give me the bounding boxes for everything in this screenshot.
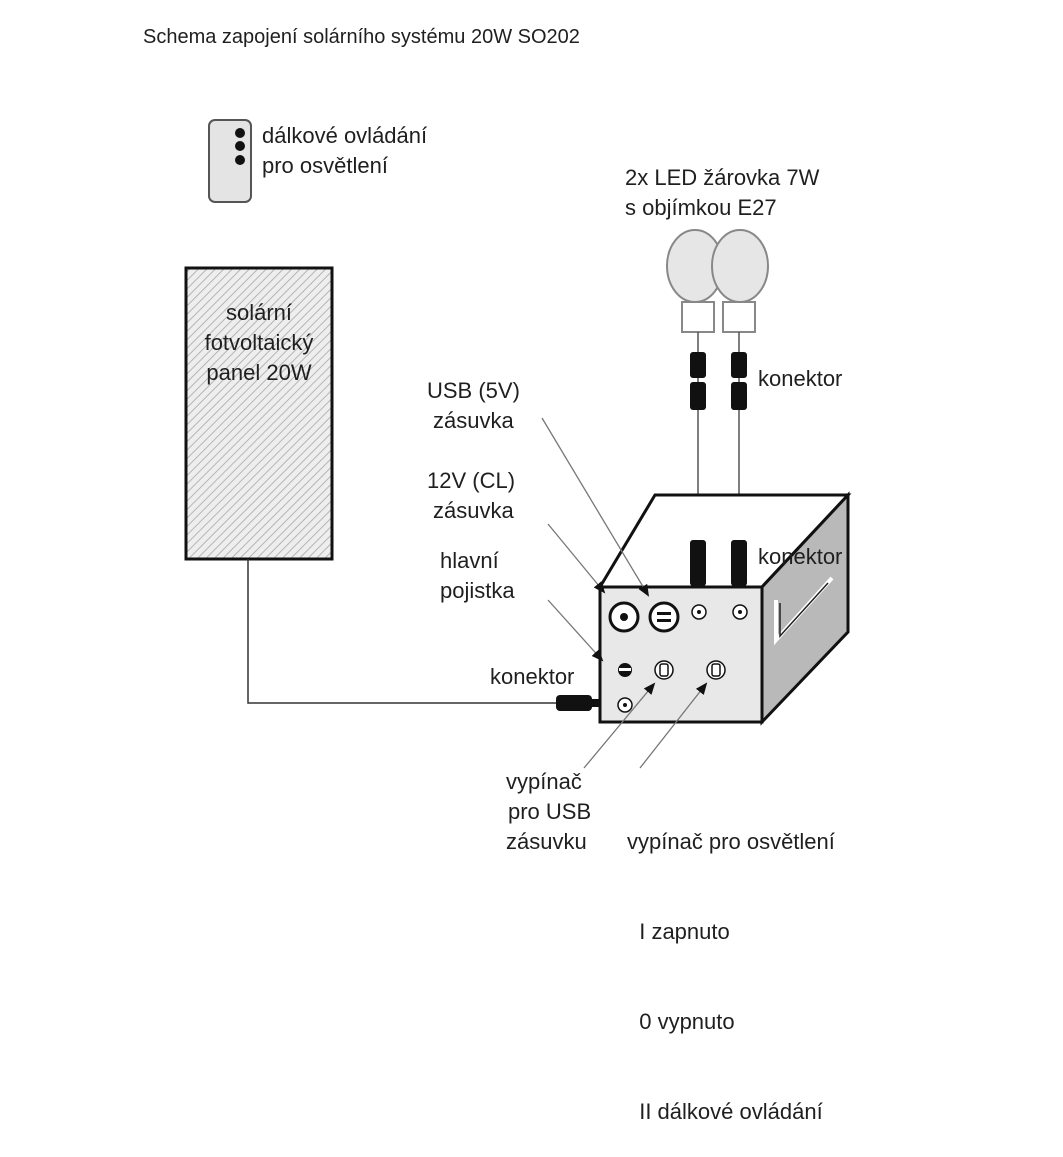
panel-connector-plug [556, 695, 592, 711]
light-switch-label: vypínač pro osvětlení I zapnuto 0 vypnut… [627, 829, 835, 1124]
leader-lines [541, 417, 708, 769]
led-bulbs-label: 2x LED žárovka 7W s objímkou E27 [625, 165, 820, 220]
remote-label: dálkové ovládání pro osvětlení [262, 123, 428, 178]
connector-box-label: konektor [758, 544, 843, 569]
wiring-diagram [184, 119, 852, 769]
cl-socket-icon [608, 601, 640, 633]
usb-switch-label: vypínač pro USB zásuvku [506, 769, 592, 854]
connector-upper-label: konektor [758, 366, 843, 391]
solar-panel-label: solární fotvoltaický panel 20W [204, 300, 314, 385]
usb-switch-icon [654, 660, 674, 680]
remote-control-icon [208, 119, 252, 203]
battery-box [597, 491, 852, 726]
usb-socket-label: USB (5V) zásuvka [427, 378, 520, 433]
connector-panel-label: konektor [490, 664, 575, 689]
panel-input-icon [617, 697, 633, 713]
connector-upper [690, 352, 747, 410]
usb-socket-icon [648, 601, 680, 633]
connector-box [690, 540, 747, 586]
fuse-icon [618, 663, 632, 677]
solar-panel [184, 266, 334, 561]
led-bulb-icon [711, 229, 769, 333]
cl-socket-label: 12V (CL) zásuvka [427, 468, 516, 523]
light-switch-icon [706, 660, 726, 680]
diagram-title: Schema zapojení solárního systému 20W SO… [143, 26, 580, 48]
panel-cable [247, 559, 558, 704]
lamp-output-icon [691, 604, 748, 620]
fuse-label: hlavní pojistka [440, 548, 515, 603]
